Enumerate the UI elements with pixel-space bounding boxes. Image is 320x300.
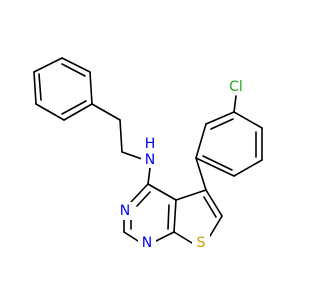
- bond: [33, 71, 37, 105]
- atom-amine-n: N: [141, 150, 159, 168]
- double-bond-inner: [38, 73, 42, 101]
- amine-n-label: N: [145, 152, 155, 168]
- bonds: [33, 57, 263, 244]
- bond: [173, 199, 177, 233]
- double-bond-inner: [136, 191, 151, 207]
- bond: [195, 157, 207, 191]
- bond: [121, 151, 143, 160]
- bond: [91, 103, 121, 121]
- bond: [175, 189, 207, 201]
- atom-ring-n-1: N: [116, 202, 134, 220]
- bond: [123, 231, 139, 242]
- bond: [233, 111, 263, 129]
- double-bond-inner: [61, 100, 87, 115]
- double-bond-inner: [167, 204, 170, 230]
- atom-labels: N H Cl N N S: [116, 77, 248, 252]
- double-bond-inner: [210, 118, 234, 130]
- bond: [63, 103, 93, 121]
- atom-amine-h: H: [141, 135, 159, 153]
- bond: [195, 157, 235, 177]
- bond: [35, 103, 65, 121]
- bond: [209, 215, 223, 237]
- chemical-structure: N H Cl N N S: [33, 57, 263, 252]
- bond: [155, 231, 175, 242]
- bond: [89, 71, 93, 105]
- bond: [233, 95, 237, 113]
- bond: [205, 189, 223, 217]
- ring-n2-label: N: [142, 235, 152, 251]
- double-bond-inner: [203, 196, 217, 218]
- bond: [147, 183, 177, 201]
- atom-sulfur: S: [192, 234, 210, 252]
- ring-n1-label: N: [120, 203, 130, 219]
- atom-ring-n-2: N: [138, 234, 156, 252]
- atom-chlorine: Cl: [224, 77, 248, 95]
- chlorine-label: Cl: [229, 79, 243, 95]
- bond: [119, 119, 123, 153]
- sulfur-label: S: [197, 235, 206, 251]
- bond: [61, 57, 91, 73]
- double-bond-inner: [61, 63, 86, 77]
- bond: [233, 159, 263, 177]
- bond: [195, 123, 207, 159]
- bond: [33, 57, 63, 73]
- amine-h-label: H: [145, 136, 156, 152]
- bond: [147, 167, 151, 185]
- double-bond-inner: [202, 155, 233, 171]
- bond: [173, 231, 193, 244]
- bond: [130, 183, 149, 203]
- bond: [205, 111, 235, 125]
